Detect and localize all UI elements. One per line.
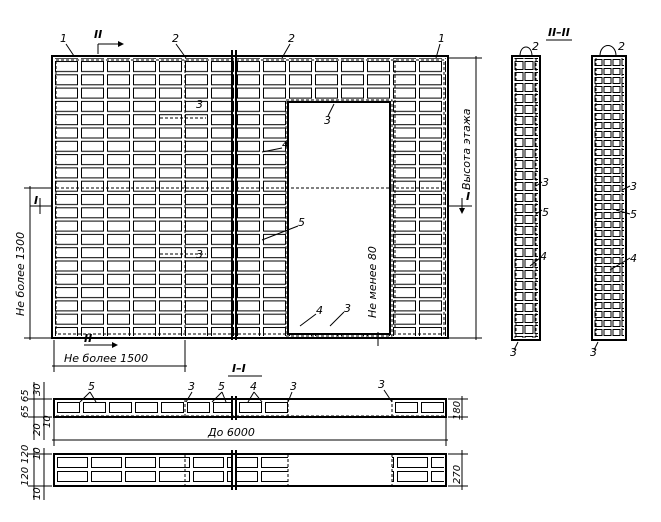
label-4-a: 4 [282,138,289,151]
dim-120-120: 120 120 [20,445,31,486]
dim-10-c: 10 [32,487,43,500]
section-mark-ii-top: II [94,28,124,54]
dim-180: 180 [452,401,463,420]
dim-10-b: 10 [32,447,43,460]
sec2-label-2a: 2 [532,40,539,53]
section-mark-i-label-right: I [466,190,470,203]
dim-max-1500: Не более 1500 [64,352,148,365]
dim-20: 20 [32,423,43,436]
dim-max-1300: Не более 1300 [14,232,27,316]
dim-65-65: 65 65 [20,389,31,418]
section-mark-i-left: I [30,194,52,214]
sec2-label-3c: 3 [630,180,637,193]
sec1-label-3b: 3 [290,380,297,393]
sec2-label-3b: 3 [510,346,517,359]
label-3-c: 3 [196,248,203,261]
dim-270: 270 [452,465,463,484]
section-i-i-title: I–I [232,362,246,375]
sec2-label-3d: 3 [590,346,597,359]
section-mark-ii-label: II [94,28,102,41]
section-mark-i-label-left: I [34,194,38,207]
elevation-labels: 1 2 2 1 3 3 4 5 3 4 3 [60,32,445,327]
section-ii-ii-title: II–II [548,26,570,39]
dim-up-to-6000: До 6000 [207,426,255,439]
sec2-label-3a: 3 [542,176,549,189]
section-ii-ii: II–II 2 2 3 5 4 3 3 5 4 3 [510,26,637,359]
label-2-left: 2 [172,32,179,45]
label-1-left: 1 [60,32,67,45]
label-4-b: 4 [316,304,323,317]
section-mark-ii-bottom: II [84,332,118,348]
wall-elevation [51,50,449,340]
dim-30: 30 [32,383,43,396]
label-3-b: 3 [324,114,331,127]
label-1-right: 1 [438,32,445,45]
dim-min-80: Не менее 80 [366,246,379,318]
sec1-label-3a: 3 [188,380,195,393]
label-2-right: 2 [288,32,295,45]
sec1-label-3c: 3 [378,378,385,391]
sec2-label-4b: 4 [630,252,637,265]
elevation-dimensions: Высота этажа Не более 1300 Не более 1500… [14,56,482,372]
section-mark-ii-label-bottom: II [84,332,92,345]
sec2-label-5a: 5 [542,206,549,219]
label-3-d: 3 [344,302,351,315]
sec2-label-5b: 5 [630,208,637,221]
sec1-label-5b: 5 [218,380,225,393]
sec2-label-2b: 2 [618,40,625,53]
label-3-a: 3 [196,98,203,111]
sec2-label-4a: 4 [540,250,547,263]
section-mark-i-right: I [448,190,472,214]
sec1-label-4a: 4 [250,380,257,393]
dim-floor-height: Высота этажа [460,108,473,190]
sec1-label-5a: 5 [88,380,95,393]
section-i-i: I–I 5 3 5 4 3 3 До 6000 [20,362,468,500]
label-5-a: 5 [298,216,305,229]
dim-10-a: 10 [42,415,53,428]
